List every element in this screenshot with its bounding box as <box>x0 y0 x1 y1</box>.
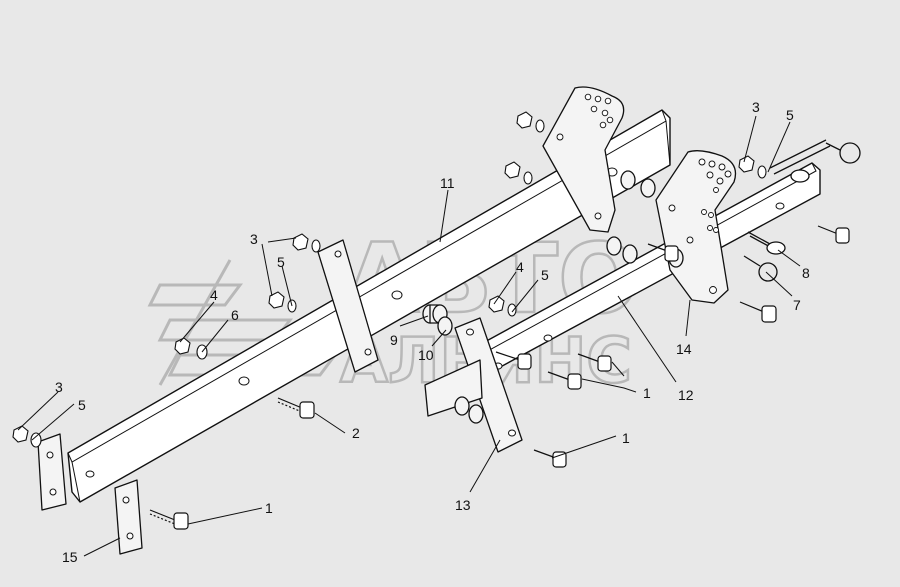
callout-label: 14 <box>676 341 692 357</box>
callout-label: 15 <box>62 549 78 565</box>
bolt-icon <box>149 509 189 530</box>
pin-icon-7 <box>743 255 778 282</box>
clamp-plate-left <box>317 239 379 373</box>
callout-labels: 1 1 1 2 3 3 3 4 4 5 5 5 5 6 7 8 9 10 11 … <box>55 99 810 565</box>
callout-label: 7 <box>793 297 801 313</box>
bolt-icon <box>817 225 850 244</box>
callout-label: 1 <box>622 430 630 446</box>
nut-icon <box>738 155 767 179</box>
pins <box>743 139 861 282</box>
nut-icon <box>292 233 321 253</box>
callout-label: 4 <box>210 287 218 303</box>
bolt-icon <box>577 353 612 372</box>
bolt-icon <box>495 351 532 370</box>
callout-label: 10 <box>418 347 434 363</box>
bolt-icon <box>547 371 582 390</box>
callout-label: 8 <box>802 265 810 281</box>
pin-icon-top <box>769 139 861 183</box>
callout-label: 2 <box>352 425 360 441</box>
callout-label: 13 <box>455 497 471 513</box>
callout-label: 9 <box>390 332 398 348</box>
callout-label: 3 <box>250 231 258 247</box>
bracket-plate-rear <box>542 86 625 233</box>
callout-label: 4 <box>516 259 524 275</box>
callout-label: 12 <box>678 387 694 403</box>
spacer-bushings <box>422 170 684 424</box>
callout-label: 3 <box>55 379 63 395</box>
callout-label: 1 <box>265 500 273 516</box>
callout-label: 3 <box>752 99 760 115</box>
callout-label: 1 <box>643 385 651 401</box>
callout-label: 6 <box>231 307 239 323</box>
end-plate-15-upper <box>37 433 67 511</box>
end-plate-15-lower <box>114 479 143 555</box>
bolt-icon <box>647 243 679 262</box>
callout-label: 5 <box>786 107 794 123</box>
callout-label: 5 <box>78 397 86 413</box>
nut-icon <box>516 111 545 133</box>
callout-label: 5 <box>541 267 549 283</box>
bolts <box>149 225 850 530</box>
callout-label: 11 <box>440 175 455 191</box>
bolt-icon <box>739 301 777 323</box>
bolt-icon <box>533 449 567 468</box>
nut-icon <box>488 295 517 317</box>
long-bar-11 <box>67 109 671 503</box>
bolt-icon <box>277 397 315 419</box>
leader-lines <box>17 115 801 557</box>
callout-label: 5 <box>277 254 285 270</box>
nut-icon <box>268 291 297 313</box>
pin-icon-8 <box>747 231 786 255</box>
nut-icon <box>504 161 533 185</box>
